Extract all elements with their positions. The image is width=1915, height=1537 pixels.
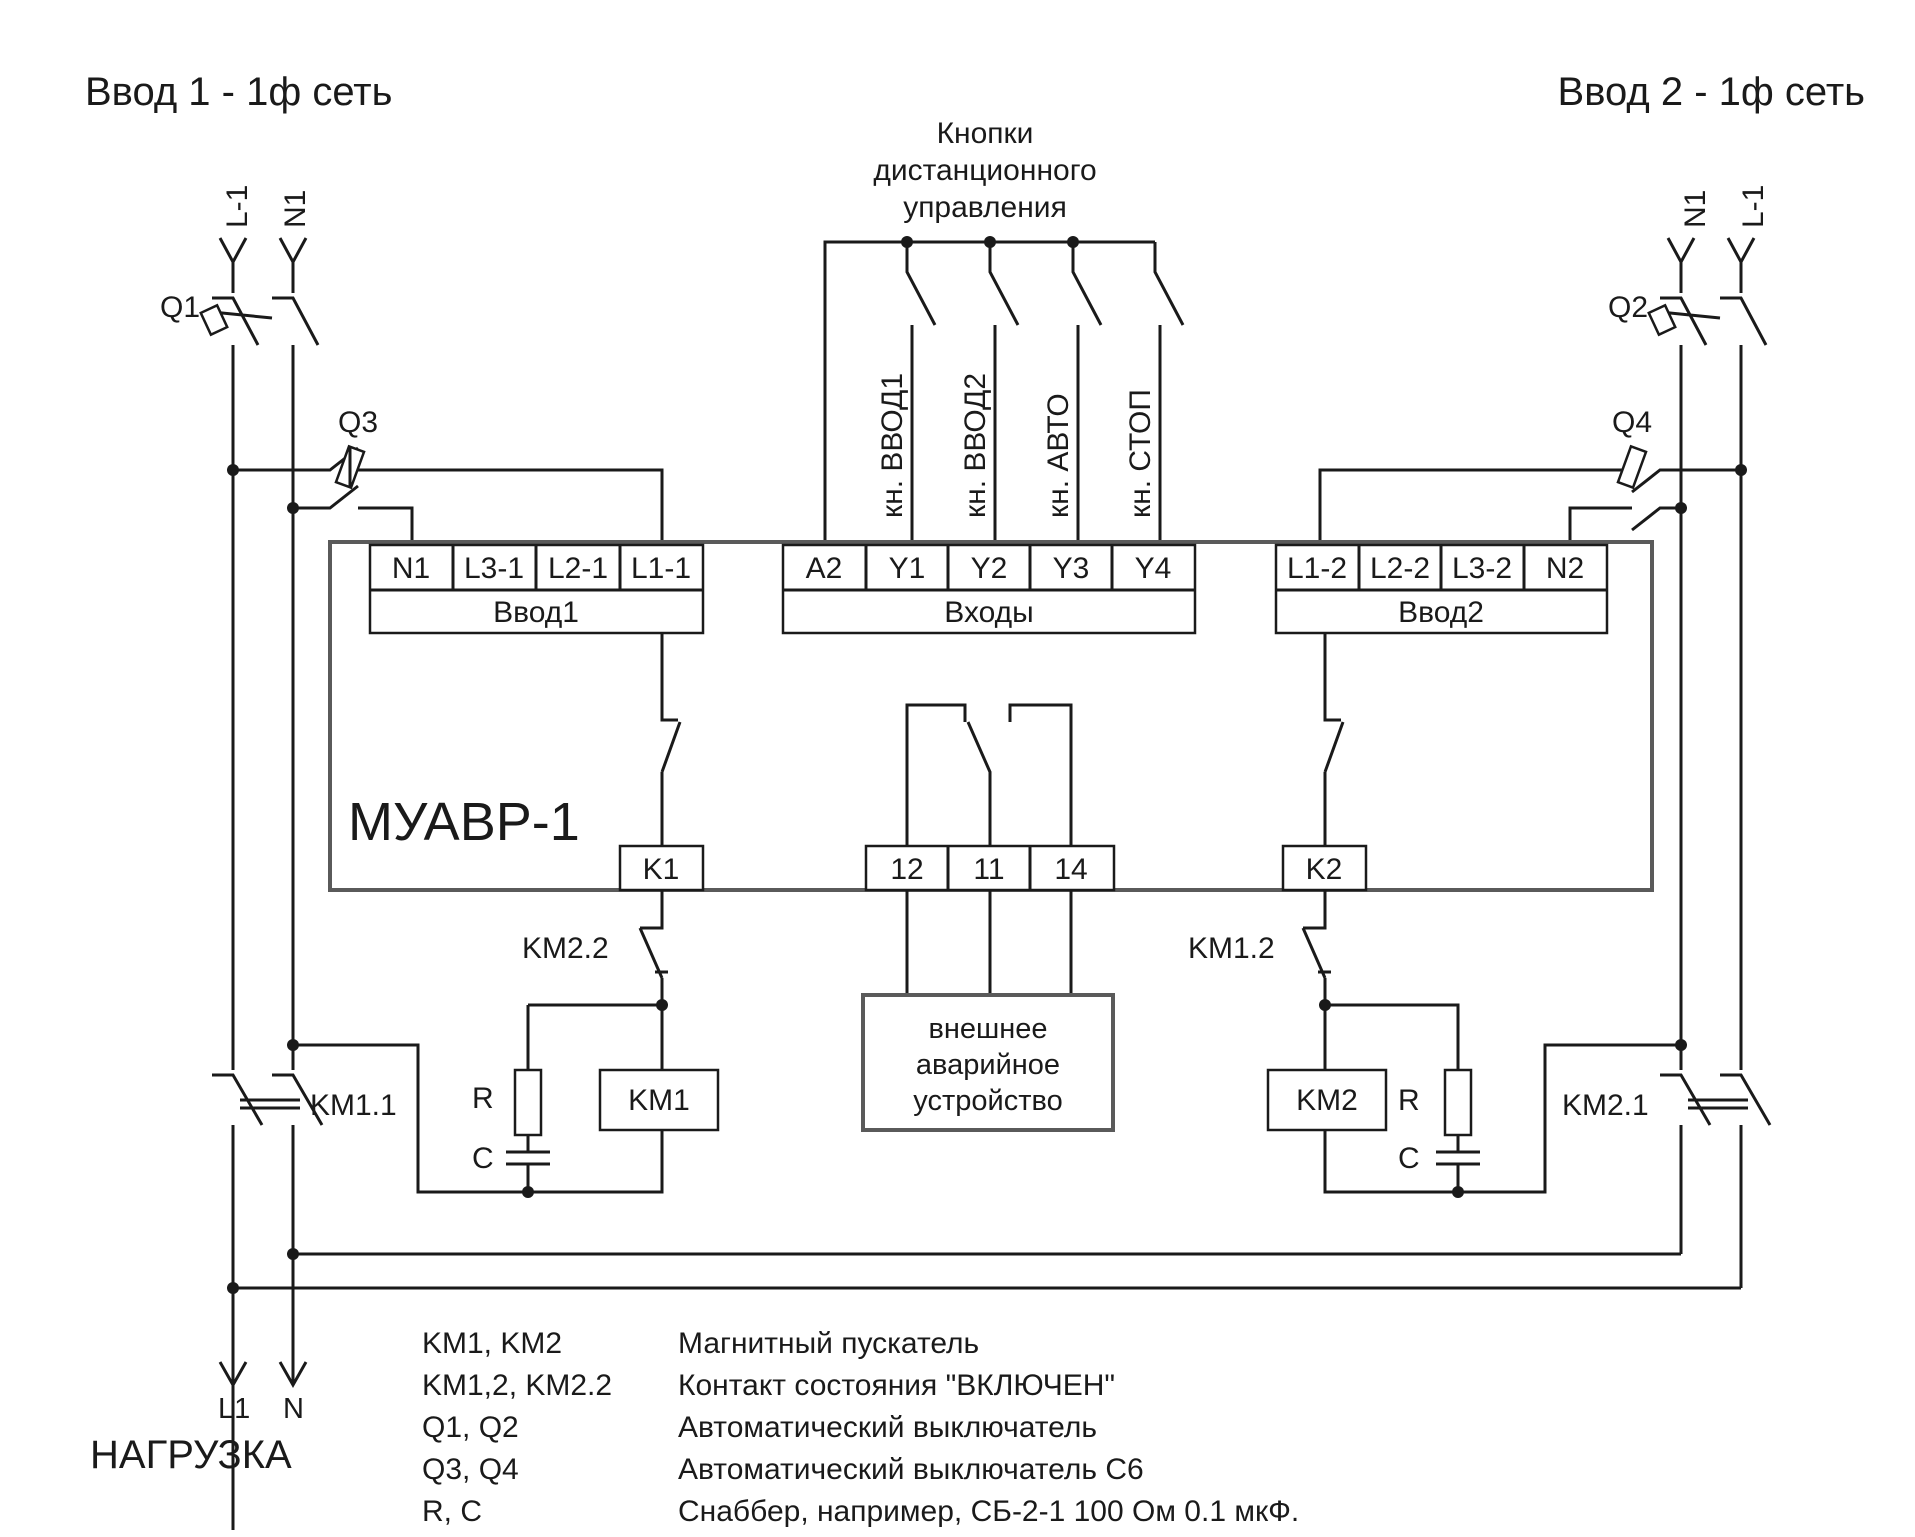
load-n: N (283, 1393, 304, 1425)
right-source: N1 L-1 Q2 (1608, 185, 1770, 1070)
svg-text:R, C: R, C (422, 1495, 482, 1528)
r-label-right: R (1398, 1084, 1420, 1117)
r-label-left: R (472, 1082, 494, 1115)
svg-text:L1-2: L1-2 (1287, 552, 1347, 585)
load-output: L1 N НАГРУЗКА (90, 1288, 308, 1477)
svg-text:11: 11 (973, 853, 1004, 886)
svg-text:A2: A2 (806, 552, 843, 585)
svg-text:Кнопки: Кнопки (937, 117, 1034, 150)
btn-vvod1-label: кн. ВВОД1 (876, 373, 909, 518)
svg-text:устройство: устройство (913, 1085, 1062, 1117)
svg-text:N1: N1 (392, 552, 430, 585)
svg-text:Входы: Входы (944, 596, 1033, 629)
remote-buttons: кн. ВВОД1 кн. ВВОД2 кн. АВТО кн. СТОП (823, 236, 1185, 545)
k1-terminal: K1 (618, 844, 705, 892)
km21-contactor: KM2.1 (1562, 1073, 1772, 1288)
svg-text:Q1, Q2: Q1, Q2 (422, 1411, 519, 1444)
svg-text:Снаббер, например, СБ-2-1 100: Снаббер, например, СБ-2-1 100 Ом 0.1 мкФ… (678, 1495, 1299, 1528)
left-source: L-1 N1 Q1 (160, 185, 320, 1070)
remote-buttons-title: Кнопки дистанционного управления (873, 117, 1096, 224)
km2-coil: KM2 (1296, 1084, 1358, 1117)
svg-text:дистанционного: дистанционного (873, 154, 1096, 187)
q1-label: Q1 (160, 291, 200, 324)
svg-text:управления: управления (903, 191, 1067, 224)
relay-internal-contact (905, 703, 1073, 846)
svg-text:K1: K1 (643, 853, 680, 886)
right-neutral-label: N1 (1679, 190, 1712, 228)
svg-text:Y1: Y1 (889, 552, 926, 585)
vvod2-terminal-block: L1-2 L2-2 L3-2 N2 Ввод2 (1274, 543, 1609, 635)
svg-text:KM1.1: KM1.1 (310, 1089, 397, 1122)
km11-contactor: KM1.1 (212, 1073, 397, 1530)
svg-text:KM1,2, KM2.2: KM1,2, KM2.2 (422, 1369, 612, 1402)
svg-text:Ввод1: Ввод1 (493, 596, 579, 629)
k2-terminal: K2 (1281, 844, 1368, 892)
svg-text:KM1, KM2: KM1, KM2 (422, 1327, 562, 1360)
svg-text:внешнее: внешнее (928, 1013, 1047, 1045)
device-name: МУАВР-1 (348, 792, 580, 852)
btn-stop-label: кн. СТОП (1124, 389, 1157, 518)
svg-text:N2: N2 (1546, 552, 1584, 585)
svg-text:Q3: Q3 (338, 406, 378, 439)
svg-text:L1-1: L1-1 (631, 552, 691, 585)
svg-text:Автоматический выключатель С6: Автоматический выключатель С6 (678, 1453, 1144, 1486)
vvod1-terminal-block: N1 L3-1 L2-1 L1-1 Ввод1 (368, 543, 705, 635)
svg-text:12: 12 (890, 853, 923, 886)
c-label-right: C (1398, 1142, 1420, 1175)
q3-breaker: Q3 (227, 406, 664, 545)
svg-text:Контакт состояния "ВКЛЮЧЕН": Контакт состояния "ВКЛЮЧЕН" (678, 1369, 1115, 1402)
km12-label: KM1.2 (1188, 932, 1275, 965)
c-label-left: C (472, 1142, 494, 1175)
input2-header: Ввод 2 - 1ф сеть (1558, 70, 1865, 114)
km22-label: KM2.2 (522, 932, 609, 965)
svg-text:Q4: Q4 (1612, 406, 1652, 439)
svg-text:Y4: Y4 (1135, 552, 1172, 585)
k2-internal-contact (1323, 633, 1345, 846)
svg-text:K2: K2 (1306, 853, 1343, 886)
svg-text:L3-2: L3-2 (1452, 552, 1512, 585)
btn-avto-label: кн. АВТО (1042, 393, 1075, 518)
svg-text:Магнитный пускатель: Магнитный пускатель (678, 1327, 979, 1360)
svg-text:Автоматический выключатель: Автоматический выключатель (678, 1411, 1097, 1444)
load-l1: L1 (218, 1393, 250, 1425)
right-coil-circuit: KM1.2 KM2 R C (1188, 890, 1687, 1198)
km1-coil: KM1 (628, 1084, 690, 1117)
q2-label: Q2 (1608, 291, 1648, 324)
svg-text:KM2.1: KM2.1 (1562, 1089, 1649, 1122)
right-line-label: L-1 (1737, 185, 1770, 228)
svg-text:Y3: Y3 (1053, 552, 1090, 585)
left-line-label: L-1 (221, 185, 254, 228)
left-neutral-label: N1 (279, 190, 312, 228)
svg-text:Q3, Q4: Q3, Q4 (422, 1453, 519, 1486)
svg-text:L2-2: L2-2 (1370, 552, 1430, 585)
svg-text:аварийное: аварийное (916, 1049, 1060, 1081)
legend: KM1, KM2 Магнитный пускатель KM1,2, KM2.… (422, 1327, 1299, 1528)
relay-terminals: 12 11 14 (864, 844, 1116, 892)
input1-header: Ввод 1 - 1ф сеть (85, 70, 392, 114)
q4-breaker: Q4 (1318, 406, 1747, 545)
svg-text:Y2: Y2 (971, 552, 1008, 585)
left-coil-circuit: KM2.2 R C KM1 (287, 890, 720, 1198)
svg-text:L3-1: L3-1 (464, 552, 524, 585)
load-title: НАГРУЗКА (90, 1433, 292, 1477)
btn-vvod2-label: кн. ВВОД2 (959, 373, 992, 518)
svg-text:14: 14 (1054, 853, 1087, 886)
svg-text:L2-1: L2-1 (548, 552, 608, 585)
external-emergency-device: внешнее аварийное устройство (861, 993, 1115, 1132)
k1-internal-contact (660, 633, 682, 846)
inputs-terminal-block: A2 Y1 Y2 Y3 Y4 Входы (781, 543, 1197, 635)
svg-text:Ввод2: Ввод2 (1398, 596, 1484, 629)
